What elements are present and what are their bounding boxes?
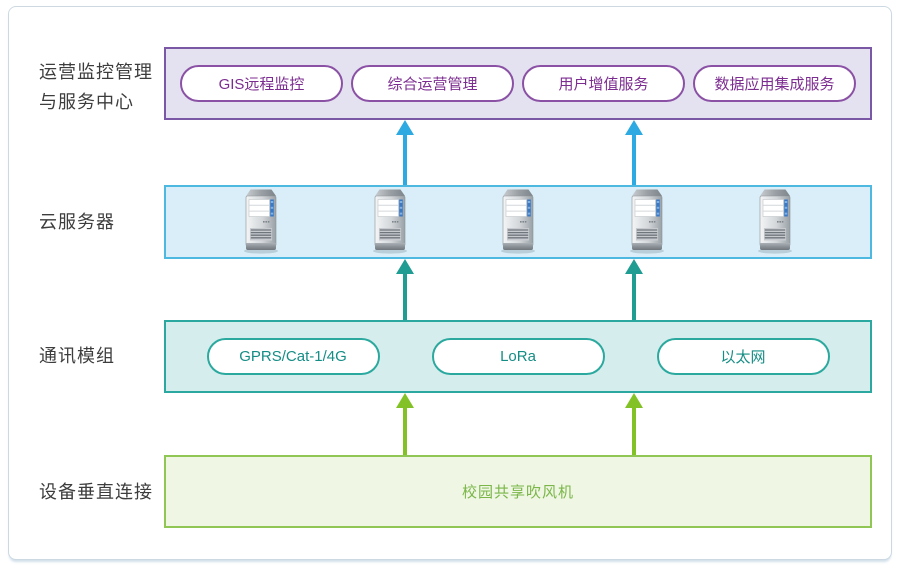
server-icon (628, 188, 665, 254)
arrow-stem (632, 135, 636, 185)
layer-label-operations: 运营监控管理 与服务中心 (39, 57, 153, 117)
arrow-head (396, 393, 414, 408)
layer-label-device-connection: 设备垂直连接 (39, 482, 153, 502)
layer-label-operations-line2: 与服务中心 (39, 92, 134, 112)
service-pill-data-integration: 数据应用集成服务 (693, 65, 856, 102)
arrow-head (625, 120, 643, 135)
up-arrow-teal-left (396, 259, 414, 320)
arrow-stem (403, 135, 407, 185)
service-pill-value-added: 用户增值服务 (522, 65, 685, 102)
diagram-card: 运营监控管理 与服务中心 云服务器 通讯模组 设备垂直连接 GIS远程监控 综合… (8, 6, 892, 560)
service-pill-gis: GIS远程监控 (180, 65, 343, 102)
device-layer-content: 校园共享吹风机 (461, 484, 574, 501)
server-icon (500, 188, 536, 254)
up-arrow-blue-left (396, 120, 414, 185)
arrow-stem (632, 274, 636, 320)
up-arrow-blue-right (625, 120, 643, 185)
arrow-head (625, 393, 643, 408)
arrow-stem (403, 408, 407, 455)
comm-pill-lora: LoRa (431, 338, 605, 375)
up-arrow-green-left (396, 393, 414, 455)
comm-module-layer-box: GPRS/Cat-1/4G LoRa 以太网 (164, 320, 872, 393)
up-arrow-green-right (625, 393, 643, 455)
arrow-stem (632, 408, 636, 455)
server-icon (243, 188, 279, 254)
operations-layer-box: GIS远程监控 综合运营管理 用户增值服务 数据应用集成服务 (164, 47, 872, 120)
comm-pill-gprs: GPRS/Cat-1/4G (206, 338, 380, 375)
device-layer-box: 校园共享吹风机 (164, 455, 872, 528)
comm-pill-ethernet: 以太网 (656, 338, 830, 375)
layer-label-cloud-server: 云服务器 (39, 212, 115, 232)
arrow-head (396, 259, 414, 274)
arrow-head (625, 259, 643, 274)
arrow-stem (403, 274, 407, 320)
layer-label-comm-module: 通讯模组 (39, 346, 115, 366)
server-icon (371, 188, 408, 254)
layer-label-operations-line1: 运营监控管理 (39, 62, 153, 82)
cloud-server-layer-box (164, 185, 872, 259)
server-icon (757, 188, 793, 254)
up-arrow-teal-right (625, 259, 643, 320)
arrow-head (396, 120, 414, 135)
service-pill-integrated-ops: 综合运营管理 (351, 65, 514, 102)
